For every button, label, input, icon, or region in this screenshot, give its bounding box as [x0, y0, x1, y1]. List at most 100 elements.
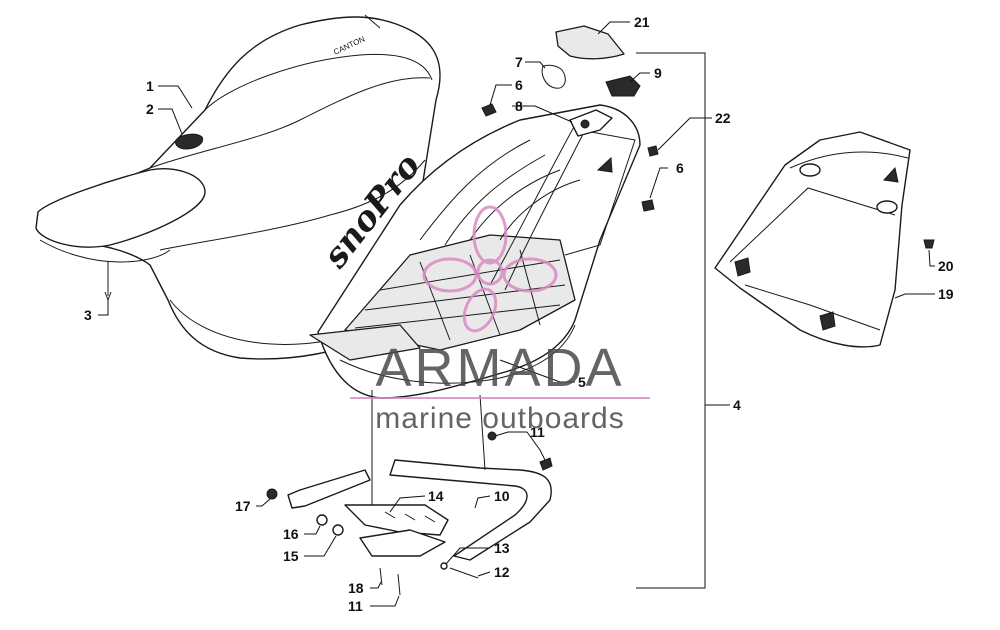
leader-6a — [489, 84, 512, 106]
watermark-subtitle: marine outboards — [375, 402, 624, 435]
storage-cover-top — [789, 151, 909, 169]
callout-11-upper: 11 — [530, 424, 545, 440]
screw-18 — [379, 567, 383, 586]
leader-10 — [474, 495, 491, 509]
watermark-logo — [422, 205, 558, 333]
callout-16: 16 — [283, 526, 299, 542]
storage-cover-crease — [729, 187, 896, 263]
support-strut-right — [479, 394, 486, 471]
seat-emblem — [175, 133, 204, 150]
leader-7 — [525, 61, 546, 69]
leader-20 — [928, 249, 935, 267]
leader-13 — [445, 547, 490, 565]
seat-lower-edge — [159, 159, 426, 251]
clip-11-upper — [539, 457, 553, 471]
release-knob — [605, 75, 641, 97]
seat-base-cable-2 — [504, 129, 586, 291]
callout-8: 8 — [515, 98, 523, 114]
leader-15 — [304, 535, 337, 557]
seat-front-notch — [364, 14, 381, 29]
seat-base-arrow — [596, 156, 613, 173]
leader-22 — [657, 117, 712, 151]
storage-cover-arrow — [882, 166, 899, 183]
seat-base-grid-1 — [379, 259, 561, 291]
rear-bumper — [287, 390, 552, 561]
leader-18 — [370, 581, 382, 589]
callout-10: 10 — [494, 488, 510, 504]
callout-21: 21 — [634, 14, 650, 30]
callout-11-lower: 11 — [348, 598, 363, 614]
washer-16 — [316, 514, 328, 526]
seat-rear-pad — [35, 168, 206, 248]
storage-cover — [714, 131, 911, 348]
bolt-12 — [449, 567, 479, 579]
callout-labels: 1 2 3 4 5 6 6 7 8 9 10 11 11 12 13 14 15… — [84, 14, 954, 614]
washer-15 — [332, 524, 344, 536]
hood-cover — [555, 25, 625, 60]
callout-22: 22 — [715, 110, 731, 126]
nut-right — [641, 199, 655, 212]
storage-cover-shell — [714, 131, 911, 348]
seat-rear-lip — [39, 239, 171, 263]
leader-17 — [256, 498, 271, 507]
bumper-mount-plate — [359, 529, 446, 557]
seat-assembly: snoPro CANTON — [35, 14, 441, 360]
callout-6-right: 6 — [676, 160, 684, 176]
washer-13 — [440, 562, 448, 570]
watermark: ARMADA marine outboards — [350, 205, 650, 435]
leader-11b — [370, 595, 400, 607]
watermark-title: ARMADA — [375, 338, 624, 398]
screw-20 — [923, 239, 935, 249]
callout-3: 3 — [84, 307, 92, 323]
leader-9 — [629, 72, 650, 83]
leader-16 — [304, 525, 321, 535]
seat-base-rib-2 — [444, 154, 546, 246]
callout-6-upper: 6 — [515, 77, 523, 93]
leader-3 — [98, 300, 109, 316]
seat-base-side-wall — [564, 129, 636, 256]
leader-14 — [389, 495, 426, 513]
callout-20: 20 — [938, 258, 954, 274]
fastener-22 — [647, 145, 659, 157]
storage-cover-boss-right — [876, 200, 898, 214]
nut-upper-left — [481, 103, 497, 117]
callout-15: 15 — [283, 548, 299, 564]
callout-7: 7 — [515, 54, 523, 70]
seat-base-grid-2 — [364, 284, 566, 311]
seat-base-rib-1 — [419, 139, 531, 241]
leader-6b — [649, 167, 668, 199]
callout-4: 4 — [733, 397, 741, 413]
bumper-bracket-14 — [344, 504, 449, 536]
assembly-bracket-4 — [636, 52, 706, 589]
leader-11a — [494, 431, 527, 437]
callout-12: 12 — [494, 564, 510, 580]
bumper-bracket-holes — [384, 511, 436, 523]
bumper-arm-left — [287, 469, 371, 509]
leader-lines — [98, 21, 935, 607]
leader-5 — [499, 359, 575, 383]
leader-8 — [512, 105, 573, 123]
leader-2 — [158, 108, 183, 135]
leader-12 — [477, 571, 491, 577]
callout-19: 19 — [938, 286, 954, 302]
bolt-17 — [266, 488, 278, 500]
callout-17: 17 — [235, 498, 251, 514]
seat-base-assembly — [309, 104, 641, 399]
storage-cover-lower — [744, 284, 881, 331]
latch-pivot — [580, 119, 590, 129]
storage-cover-boss-left — [799, 163, 821, 177]
seat-base-grid-3 — [354, 304, 561, 329]
latch-mechanism — [569, 109, 613, 137]
spring-clip — [541, 64, 566, 89]
storage-cover-clip-right — [819, 311, 836, 331]
callout-13: 13 — [494, 540, 510, 556]
callout-1: 1 — [146, 78, 154, 94]
callout-5: 5 — [578, 374, 586, 390]
callout-2: 2 — [146, 101, 154, 117]
seat-base-grid-6 — [519, 249, 541, 326]
seat-side-edge — [149, 77, 431, 169]
leader-19 — [894, 293, 935, 299]
leader-11a-b — [526, 431, 546, 461]
seat-base-lower-lip — [339, 324, 576, 384]
